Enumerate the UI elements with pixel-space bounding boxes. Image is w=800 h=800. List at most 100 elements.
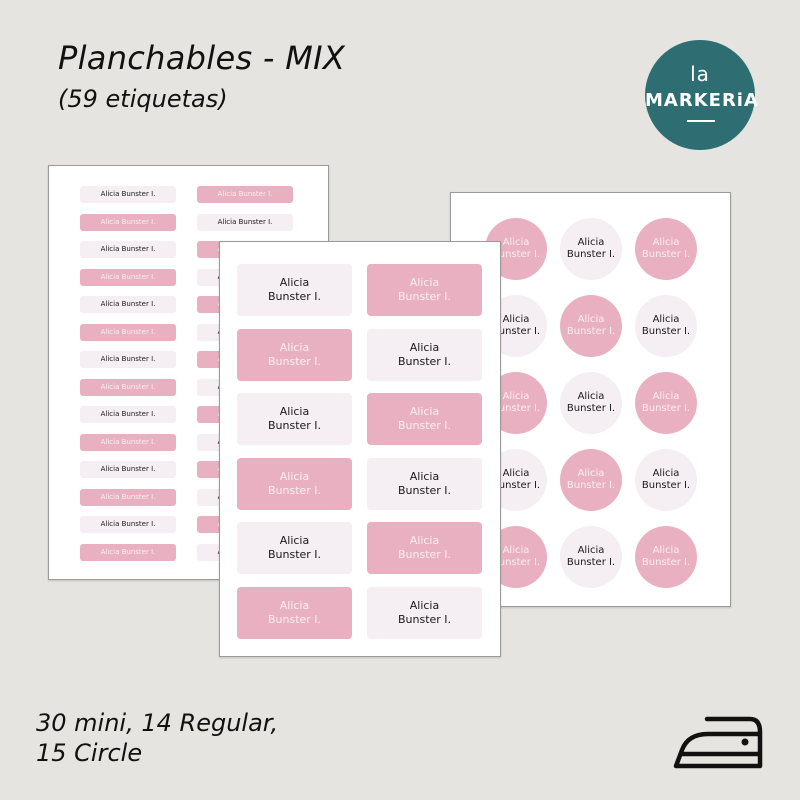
mini-label: Alicia Bunster I.	[80, 213, 176, 231]
label-name-line-2: Bunster I.	[267, 419, 322, 432]
page-subtitle: (59 etiquetas)	[58, 85, 228, 113]
mini-label: Alicia Bunster I.	[197, 186, 293, 203]
label-name-line-2: Bunster I.	[397, 612, 452, 626]
label-name-line-1: Alicia	[409, 405, 440, 418]
label-name-line-2: Bunster I.	[641, 480, 691, 491]
mini-label: Alicia Bunster I.	[80, 406, 176, 423]
label-name-line-1: Alicia	[577, 545, 605, 556]
mini-label: Alicia Bunster I.	[80, 186, 176, 203]
label-name-line-2: Bunster I.	[267, 483, 322, 497]
label-name-line-1: Alicia	[502, 468, 530, 479]
label-name-line-1: Alicia	[409, 598, 440, 612]
mini-label: Alicia Bunster I.	[80, 488, 176, 506]
label-name-line-2: Bunster I.	[641, 557, 691, 568]
label-name-line-1: Alicia	[502, 545, 530, 556]
label-name-line-1: Alicia	[279, 276, 310, 289]
label-name-line-1: Alicia	[502, 314, 530, 325]
label-name-line-2: Bunster I.	[397, 354, 452, 368]
label-name-line-1: Alicia	[409, 469, 440, 483]
logo-brand-text: MARKERiA	[645, 90, 759, 111]
logo-underline	[687, 120, 715, 122]
label-name-line-1: Alicia	[577, 391, 605, 402]
mini-label: Alicia Bunster I.	[80, 461, 176, 478]
mini-label: Alicia Bunster I.	[80, 378, 176, 396]
label-name-line-1: Alicia	[577, 314, 605, 325]
label-name-line-2: Bunster I.	[491, 557, 541, 568]
label-name-line-2: Bunster I.	[641, 326, 691, 337]
label-name-line-1: Alicia	[502, 391, 530, 402]
summary-line-1: 30 mini, 14 Regular,	[36, 709, 279, 737]
label-name-line-1: Alicia	[652, 468, 680, 479]
label-name-line-1: Alicia	[577, 468, 605, 479]
label-name-line-2: Bunster I.	[566, 557, 616, 568]
label-name-line-1: Alicia	[279, 598, 310, 612]
label-name-line-1: Alicia	[652, 391, 680, 402]
mini-label: Alicia Bunster I.	[80, 323, 176, 341]
label-name-line-2: Bunster I.	[397, 548, 452, 561]
label-name-line-1: Alicia	[409, 340, 440, 354]
page-title: Planchables - MIX	[58, 39, 346, 77]
label-name-line-1: Alicia	[652, 545, 680, 556]
label-name-line-2: Bunster I.	[267, 354, 322, 368]
label-name-line-2: Bunster I.	[397, 290, 452, 303]
label-name-line-1: Alicia	[279, 534, 310, 547]
mini-label: Alicia Bunster I.	[197, 213, 293, 231]
label-name-line-2: Bunster I.	[267, 548, 322, 561]
label-name-line-1: Alicia	[279, 469, 310, 483]
label-name-line-2: Bunster I.	[566, 480, 616, 491]
label-name-line-1: Alicia	[279, 340, 310, 354]
label-name-line-1: Alicia	[652, 314, 680, 325]
mini-label: Alicia Bunster I.	[80, 268, 176, 286]
label-name-line-2: Bunster I.	[267, 290, 322, 303]
label-name-line-2: Bunster I.	[491, 249, 541, 260]
mini-label: Alicia Bunster I.	[80, 296, 176, 313]
label-name-line-2: Bunster I.	[397, 483, 452, 497]
label-name-line-2: Bunster I.	[566, 249, 616, 260]
label-name-line-2: Bunster I.	[566, 403, 616, 414]
mini-label: Alicia Bunster I.	[80, 433, 176, 451]
mini-label: Alicia Bunster I.	[80, 516, 176, 533]
label-name-line-2: Bunster I.	[641, 249, 691, 260]
label-name-line-2: Bunster I.	[397, 419, 452, 432]
label-name-line-2: Bunster I.	[566, 326, 616, 337]
mini-label: Alicia Bunster I.	[80, 543, 176, 561]
label-name-line-1: Alicia	[409, 276, 440, 289]
label-count-summary: 30 mini, 14 Regular, 15 Circle	[36, 708, 278, 768]
label-name-line-2: Bunster I.	[267, 612, 322, 626]
summary-line-2: 15 Circle	[36, 739, 143, 767]
label-name-line-1: Alicia	[502, 237, 530, 248]
label-name-line-1: Alicia	[409, 534, 440, 547]
logo-small-text: la	[690, 62, 710, 86]
iron-icon	[673, 716, 763, 769]
label-name-line-2: Bunster I.	[641, 403, 691, 414]
label-name-line-1: Alicia	[577, 237, 605, 248]
label-name-line-1: Alicia	[279, 405, 310, 418]
mini-label: Alicia Bunster I.	[80, 241, 176, 258]
mini-label: Alicia Bunster I.	[80, 351, 176, 368]
label-name-line-2: Bunster I.	[491, 403, 541, 414]
brand-logo: la MARKERiA	[645, 40, 759, 150]
